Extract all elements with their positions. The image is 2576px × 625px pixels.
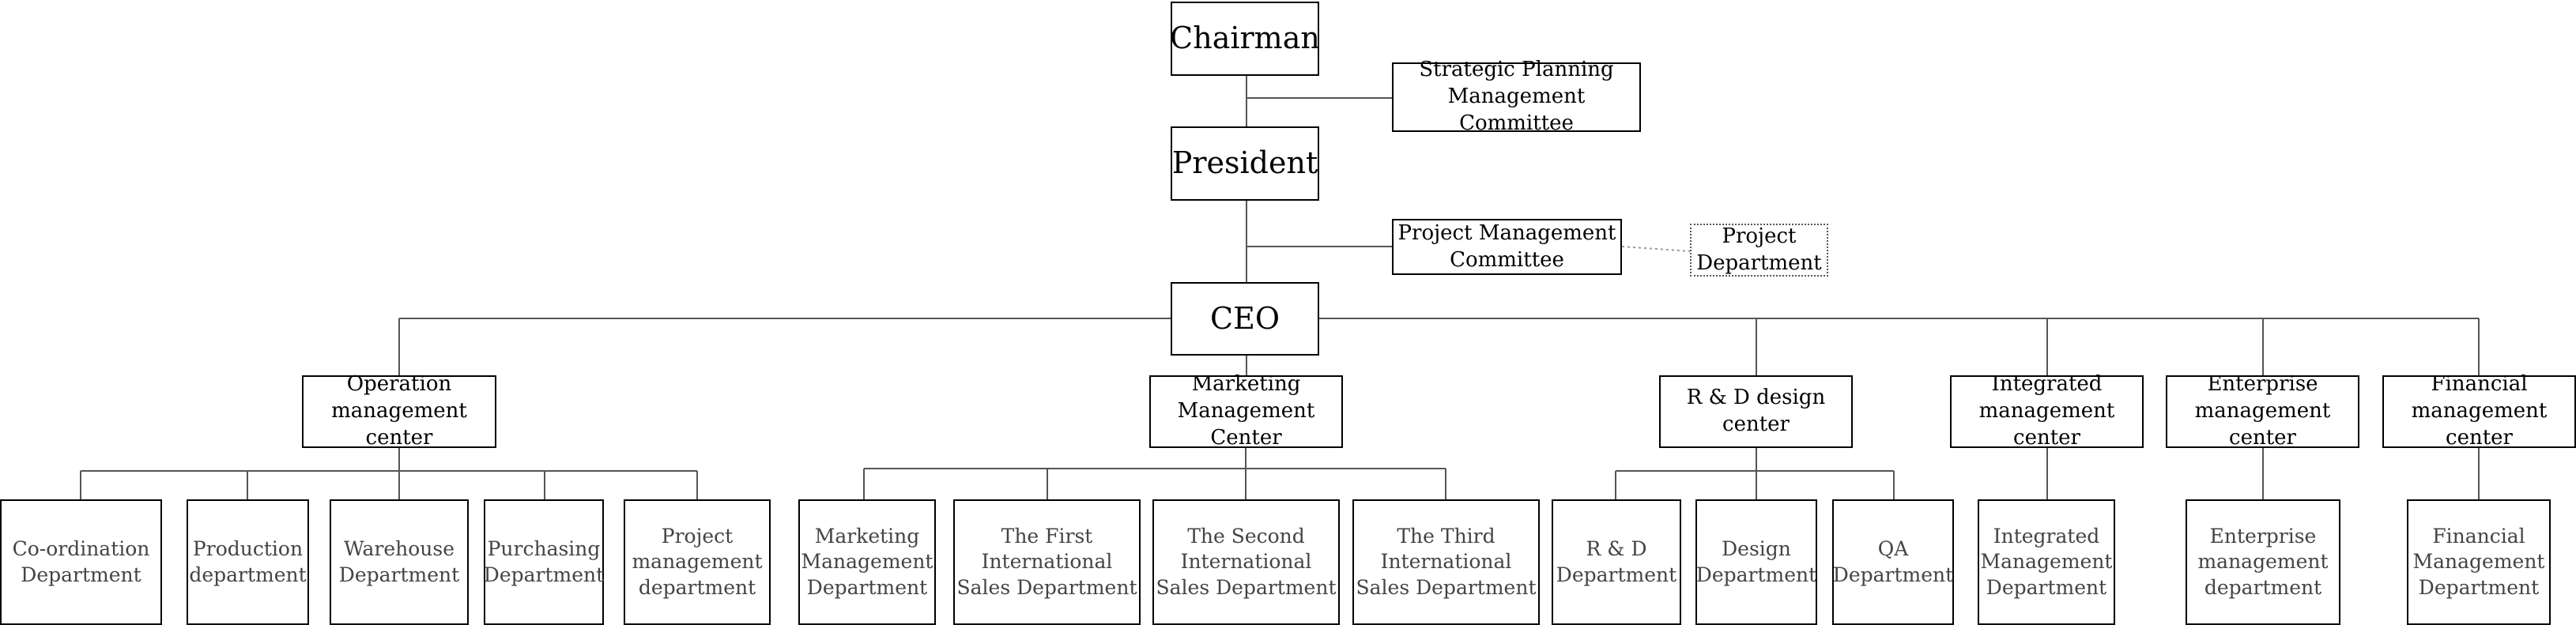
production-department-box: Production department bbox=[187, 499, 309, 625]
marketing-center-box: Marketing Management Center bbox=[1149, 372, 1343, 450]
strategic-planning-committee-box: Strategic Planning Management Committee bbox=[1392, 58, 1641, 135]
project-department-box: Project Department bbox=[1690, 224, 1828, 277]
enterprise-management-department-box: Enterprise management department bbox=[2186, 499, 2340, 625]
project-management-department-box: Project management department bbox=[624, 499, 771, 625]
project-management-committee-box: Project Management Committee bbox=[1392, 219, 1622, 275]
first-international-sales-department-box: The First International Sales Department bbox=[953, 499, 1141, 625]
rnd-center-box: R & D design center bbox=[1659, 375, 1853, 448]
purchasing-department-box: Purchasing Department bbox=[484, 499, 604, 625]
qa-department-box: QA Department bbox=[1832, 499, 1954, 625]
coordination-department-box: Co-ordination Department bbox=[0, 499, 162, 625]
integrated-center-box: Integrated management center bbox=[1950, 372, 2144, 450]
president-box: President bbox=[1171, 126, 1319, 201]
integrated-management-department-box: Integrated Management Department bbox=[1978, 499, 2115, 625]
enterprise-center-box: Enterprise management center bbox=[2166, 372, 2359, 450]
chairman-box: Chairman bbox=[1170, 2, 1320, 76]
ceo-box: CEO bbox=[1171, 282, 1319, 356]
warehouse-department-box: Warehouse Department bbox=[330, 499, 469, 625]
rnd-department-box: R & D Department bbox=[1552, 499, 1681, 625]
financial-management-department-box: Financial Management Department bbox=[2407, 499, 2551, 625]
financial-center-box: Financial management center bbox=[2382, 372, 2576, 450]
second-international-sales-department-box: The Second International Sales Departmen… bbox=[1152, 499, 1340, 625]
operation-center-box: Operation management center bbox=[302, 372, 496, 450]
marketing-management-department-box: Marketing Management Department bbox=[798, 499, 936, 625]
third-international-sales-department-box: The Third International Sales Department bbox=[1352, 499, 1540, 625]
design-department-box: Design Department bbox=[1695, 499, 1817, 625]
